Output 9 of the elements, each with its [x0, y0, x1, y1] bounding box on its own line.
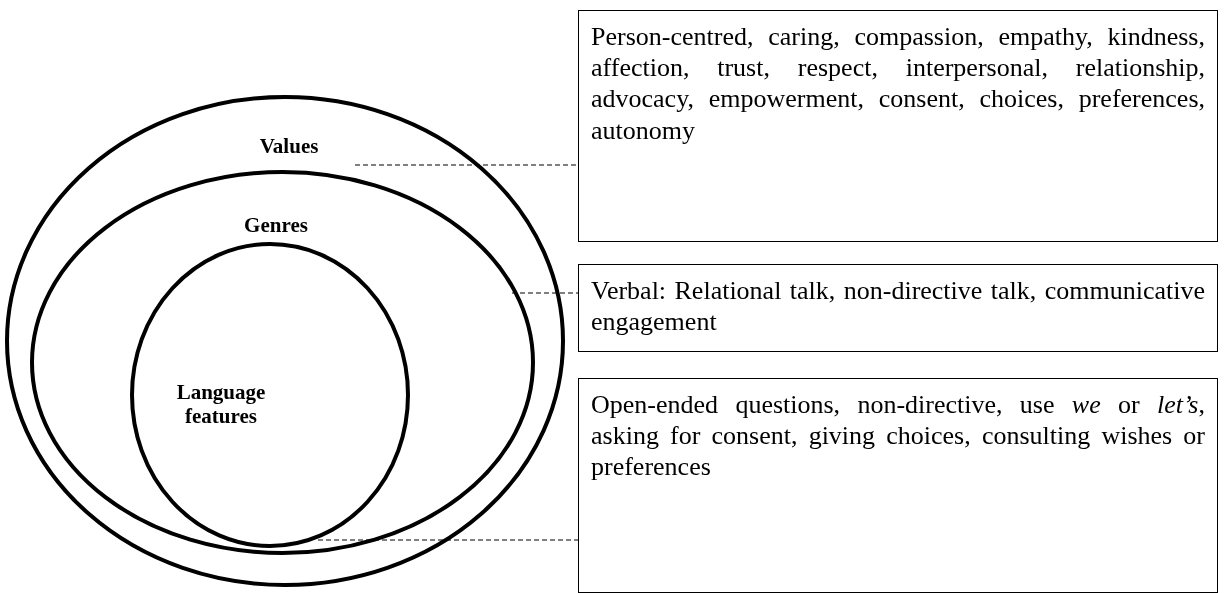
text-box: Verbal: Relational talk, non-directive talk, communicative engagement [578, 264, 1218, 352]
ellipse-ring [130, 242, 410, 548]
text-box: Person-centred, caring, compassion, empathy, kindness, affection, trust, respect, interpersonal, relationship, advocacy, empowerment, consent, choices, preferences, autonomy [578, 10, 1218, 242]
ellipse-ring [5, 95, 565, 587]
leader-line [354, 164, 579, 166]
leader-line [317, 539, 579, 541]
leader-line [511, 292, 579, 294]
ellipse-ring [30, 170, 535, 555]
text-box: Open-ended questions, non-directive, use we or let’s, asking for consent, giving choices, consulting wishes or preferences [578, 378, 1218, 593]
